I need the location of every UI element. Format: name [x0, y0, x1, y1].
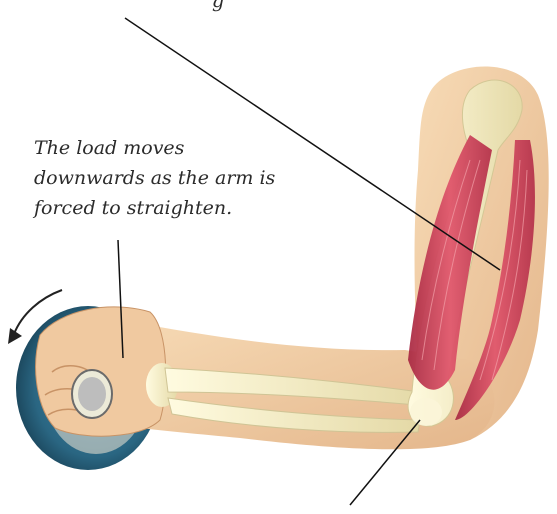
top-caption-fragment: g	[212, 0, 224, 16]
load-caption: The load moves downwards as the arm is f…	[34, 133, 275, 223]
elbow-joint	[410, 398, 442, 426]
load-caption-line-2: downwards as the arm is	[34, 163, 275, 193]
load-caption-line-3: forced to straighten.	[34, 193, 275, 223]
load-caption-line-1: The load moves	[34, 133, 275, 163]
